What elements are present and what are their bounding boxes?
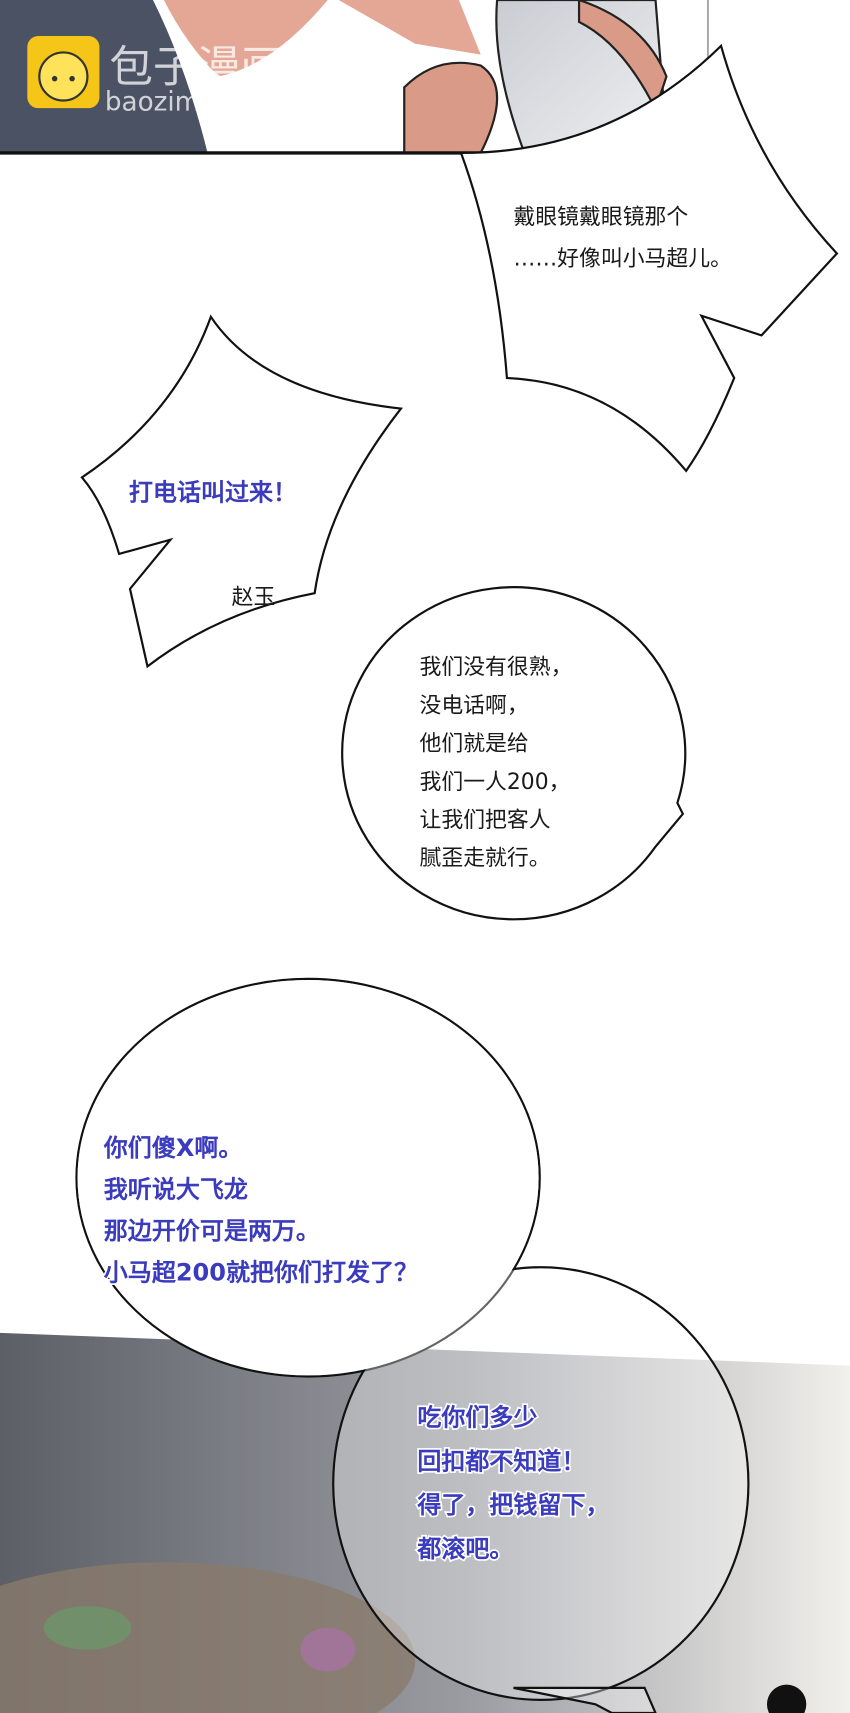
bubble-5-line-1: 吃你们多少: [417, 1404, 537, 1432]
character-head: [766, 1684, 807, 1713]
bubble-3-line-3: 他们就是给: [420, 732, 529, 757]
speech-bubble-2: [80, 314, 404, 669]
speech-bubble-4-5: [75, 977, 750, 1713]
bubble-5-line-4: 都滚吧。: [416, 1535, 513, 1563]
bubble-3-line-6: 腻歪走就行。: [420, 846, 551, 871]
bubble-3-line-4: 我们一人200，: [420, 770, 571, 795]
character-face: [163, 0, 328, 77]
speaker-name-label: 赵玉: [232, 585, 276, 610]
speech-bubble-3: [341, 586, 687, 921]
bubble-4-line-2: 我听说大飞龙: [104, 1175, 248, 1203]
bubble-3-line-1: 我们没有很熟，: [420, 655, 573, 680]
bubble-4-line-4: 小马超200就把你们打发了？: [104, 1258, 418, 1286]
background-scene: [0, 1332, 850, 1713]
watermark-logo: 包子漫画 baozimh.com: [27, 36, 284, 117]
bubble-3-line-5: 让我们把客人: [420, 808, 551, 833]
hand: [403, 61, 499, 155]
bubble-5-line-3: 得了，把钱留下，: [416, 1491, 609, 1519]
bubble-1-line-1: 戴眼镜戴眼镜那个: [513, 205, 688, 230]
top-panel: [0, 0, 709, 155]
bubble-1-line-2: ……好像叫小马超儿。: [513, 246, 731, 271]
watermark-url: baozimh.com: [105, 87, 281, 117]
bubble-2-line-1: 打电话叫过来！: [129, 478, 297, 506]
bubble-4-line-3: 那边开价可是两万。: [104, 1217, 320, 1245]
bubble-4-line-1: 你们傻X啊。: [103, 1134, 243, 1162]
bubble-3-line-2: 没电话啊，: [420, 693, 529, 718]
speech-bubble-1: [459, 43, 839, 473]
watermark-title: 包子漫画: [109, 42, 284, 93]
bubble-5-line-2: 回扣都不知道！: [417, 1447, 585, 1475]
